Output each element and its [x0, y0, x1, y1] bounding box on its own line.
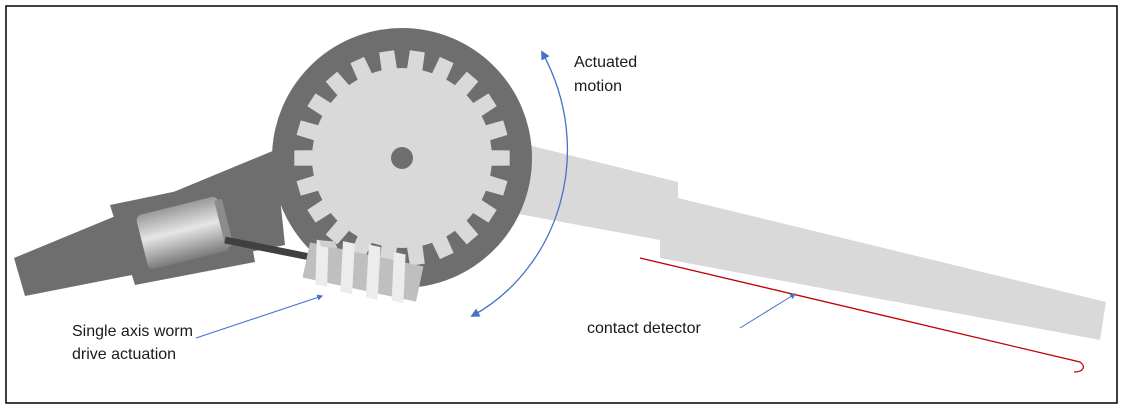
motor-shaft: [224, 236, 316, 262]
curved-arrow-icon: [470, 50, 569, 317]
output-arm: [470, 138, 1106, 340]
actuated-motion-label-2: motion: [574, 78, 622, 95]
worm-drive-label-1: Single axis worm: [72, 323, 193, 340]
gear-tooth: [294, 150, 317, 166]
frame-border: [5, 5, 1118, 404]
gear-tooth: [406, 50, 425, 75]
motor-icon: [136, 196, 234, 270]
contact-leader-arrow: [739, 293, 797, 329]
gear-axle-hole: [391, 147, 413, 169]
contact-detector-line: [639, 257, 1085, 373]
gear-tooth: [406, 241, 425, 266]
worm-drive-label-2: drive actuation: [72, 346, 176, 363]
worm-leader-arrow: [195, 294, 324, 339]
actuated-motion-label-1: Actuated: [574, 54, 637, 71]
gear-tooth: [379, 50, 398, 75]
contact-detector-label: contact detector: [587, 320, 702, 337]
worm-gear-icon: [302, 239, 424, 304]
